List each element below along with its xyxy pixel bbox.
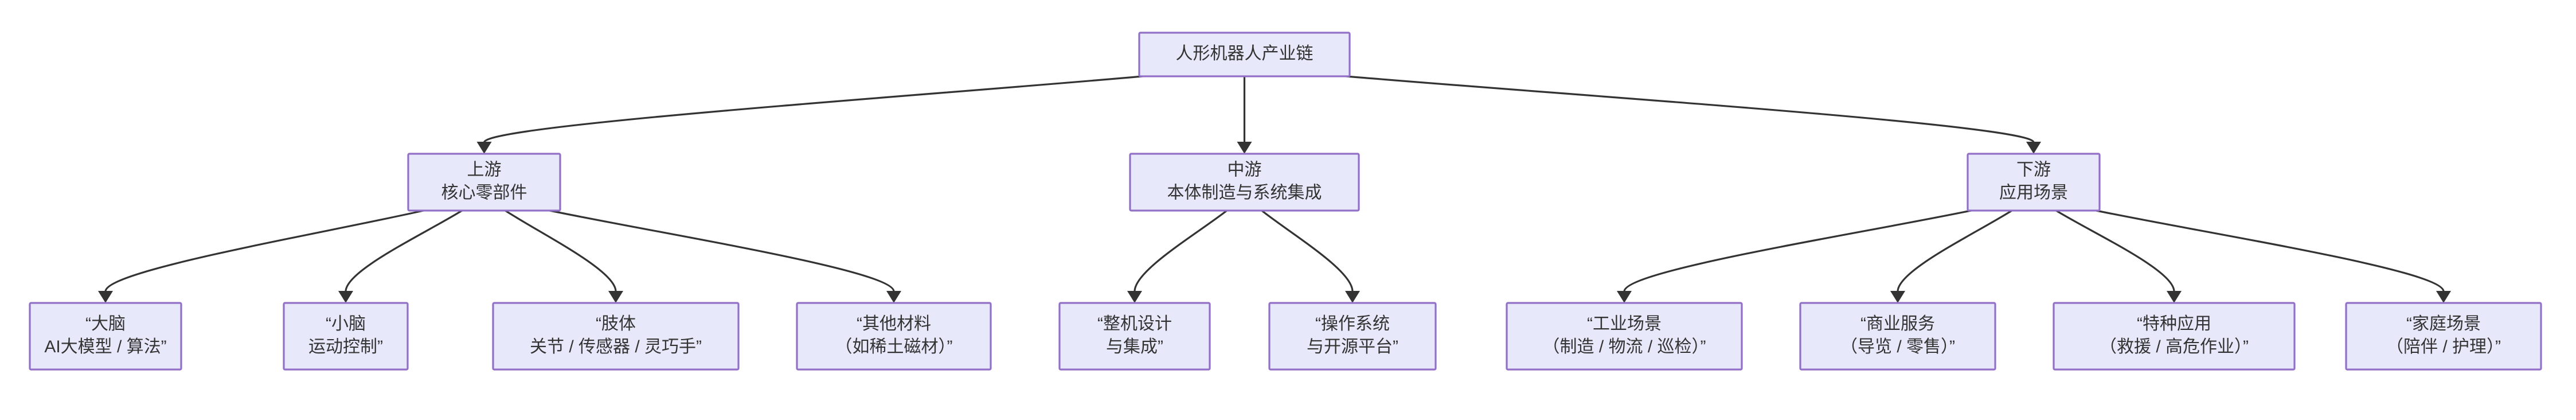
- node-industrial[interactable]: “工业场景 （制造 / 物流 / 巡检）”: [1506, 302, 1743, 371]
- arrowhead-icon: [1127, 291, 1142, 303]
- edge-upstream-to-brain: [104, 209, 424, 292]
- node-label-materials: “其他材料 （如稀土磁材）”: [835, 314, 953, 356]
- node-brain[interactable]: “大脑 AI大模型 / 算法”: [29, 302, 182, 371]
- node-box-household[interactable]: [2345, 302, 2542, 371]
- edge-midstream-to-os: [1261, 209, 1354, 292]
- node-label-household: “家庭场景 （陪伴 / 护理）”: [2386, 314, 2501, 356]
- node-label-line: 与开源平台”: [1307, 337, 1398, 356]
- node-label-line: 与集成”: [1106, 337, 1163, 356]
- edge-layer: [98, 75, 2451, 303]
- node-label-line: 核心零部件: [441, 183, 527, 202]
- arrowhead-icon: [608, 291, 623, 303]
- node-os[interactable]: “操作系统与开源平台”: [1268, 302, 1437, 371]
- node-label-limbs: “肢体关节 / 传感器 / 灵巧手”: [530, 314, 702, 356]
- node-label-line: 本体制造与系统集成: [1167, 183, 1322, 202]
- edge-downstream-to-commercial: [1897, 209, 2012, 292]
- node-label-line: “特种应用: [2137, 314, 2211, 333]
- node-downstream[interactable]: 下游应用场景: [1967, 153, 2101, 212]
- arrowhead-icon: [1890, 291, 1905, 303]
- node-label-line: （导览 / 零售）”: [1840, 337, 1955, 356]
- node-cerebellum[interactable]: “小脑运动控制”: [283, 302, 409, 371]
- node-label-line: 上游: [467, 160, 502, 179]
- node-label-cerebellum: “小脑运动控制”: [308, 314, 383, 356]
- node-label-line: “商业服务: [1860, 314, 1935, 333]
- arrowhead-icon: [2026, 142, 2041, 154]
- node-special[interactable]: “特种应用 （救援 / 高危作业）”: [2053, 302, 2296, 371]
- node-label-line: 应用场景: [1999, 183, 2068, 202]
- edge-downstream-to-household: [2096, 209, 2445, 292]
- edge-midstream-to-design: [1133, 209, 1228, 292]
- edge-downstream-to-industrial: [1623, 209, 1972, 292]
- edge-root-to-downstream: [1346, 75, 2035, 143]
- node-box-design[interactable]: [1058, 302, 1211, 371]
- node-label-line: （救援 / 高危作业）”: [2100, 337, 2249, 356]
- node-label-line: “操作系统: [1315, 314, 1390, 333]
- arrowhead-icon: [1617, 291, 1632, 303]
- arrowhead-icon: [2436, 291, 2451, 303]
- arrowhead-icon: [886, 291, 901, 303]
- node-label-line: “整机设计: [1097, 314, 1172, 333]
- node-box-upstream[interactable]: [407, 153, 561, 212]
- node-label-line: “小脑: [326, 314, 366, 333]
- node-label-design: “整机设计与集成”: [1097, 314, 1172, 356]
- node-limbs[interactable]: “肢体关节 / 传感器 / 灵巧手”: [492, 302, 740, 371]
- edge-root-to-upstream: [483, 75, 1143, 143]
- node-upstream[interactable]: 上游核心零部件: [407, 153, 561, 212]
- node-label-line: （如稀土磁材）”: [835, 337, 953, 356]
- arrowhead-icon: [2167, 291, 2182, 303]
- node-label-line: “其他材料: [857, 314, 931, 333]
- node-label-line: 运动控制”: [308, 337, 383, 356]
- node-label-os: “操作系统与开源平台”: [1307, 314, 1398, 356]
- edge-upstream-to-limbs: [505, 209, 617, 292]
- node-box-special[interactable]: [2053, 302, 2296, 371]
- arrowhead-icon: [1345, 291, 1360, 303]
- node-label-brain: “大脑 AI大模型 / 算法”: [44, 314, 166, 356]
- node-commercial[interactable]: “商业服务 （导览 / 零售）”: [1799, 302, 1996, 371]
- node-box-os[interactable]: [1268, 302, 1437, 371]
- arrowhead-icon: [338, 291, 353, 303]
- node-materials[interactable]: “其他材料 （如稀土磁材）”: [796, 302, 992, 371]
- arrowhead-icon: [1237, 142, 1252, 154]
- node-box-midstream[interactable]: [1129, 153, 1360, 212]
- node-label-upstream: 上游核心零部件: [441, 160, 527, 202]
- edge-upstream-to-materials: [549, 209, 895, 292]
- arrowhead-icon: [476, 142, 492, 154]
- arrowhead-icon: [98, 291, 113, 303]
- node-label-special: “特种应用 （救援 / 高危作业）”: [2100, 314, 2249, 356]
- node-box-cerebellum[interactable]: [283, 302, 409, 371]
- node-box-materials[interactable]: [796, 302, 992, 371]
- node-box-root[interactable]: [1138, 32, 1351, 77]
- node-box-downstream[interactable]: [1967, 153, 2101, 212]
- node-label-industrial: “工业场景 （制造 / 物流 / 巡检）”: [1543, 314, 1706, 356]
- node-label-commercial: “商业服务 （导览 / 零售）”: [1840, 314, 1955, 356]
- node-household[interactable]: “家庭场景 （陪伴 / 护理）”: [2345, 302, 2542, 371]
- node-box-industrial[interactable]: [1506, 302, 1743, 371]
- node-root[interactable]: 人形机器人产业链: [1138, 32, 1351, 77]
- node-label-line: “家庭场景: [2406, 314, 2481, 333]
- node-label-line: “大脑: [85, 314, 126, 333]
- node-box-commercial[interactable]: [1799, 302, 1996, 371]
- node-box-brain[interactable]: [29, 302, 182, 371]
- node-label-root: 人形机器人产业链: [1176, 44, 1314, 63]
- node-label-line: “工业场景: [1587, 314, 1662, 333]
- node-label-line: （陪伴 / 护理）”: [2386, 337, 2501, 356]
- node-midstream[interactable]: 中游本体制造与系统集成: [1129, 153, 1360, 212]
- node-label-line: 下游: [2016, 160, 2051, 179]
- node-box-limbs[interactable]: [492, 302, 740, 371]
- node-label-line: 人形机器人产业链: [1176, 44, 1314, 63]
- edge-upstream-to-cerebellum: [345, 209, 463, 292]
- node-label-line: （制造 / 物流 / 巡检）”: [1543, 337, 1706, 356]
- node-label-midstream: 中游本体制造与系统集成: [1167, 160, 1322, 202]
- node-label-downstream: 下游应用场景: [1999, 160, 2068, 202]
- node-design[interactable]: “整机设计与集成”: [1058, 302, 1211, 371]
- node-label-line: AI大模型 / 算法”: [44, 337, 166, 356]
- node-label-line: “肢体: [596, 314, 636, 333]
- node-label-line: 关节 / 传感器 / 灵巧手”: [530, 337, 702, 356]
- edge-downstream-to-special: [2055, 209, 2175, 292]
- node-label-line: 中游: [1228, 160, 1262, 179]
